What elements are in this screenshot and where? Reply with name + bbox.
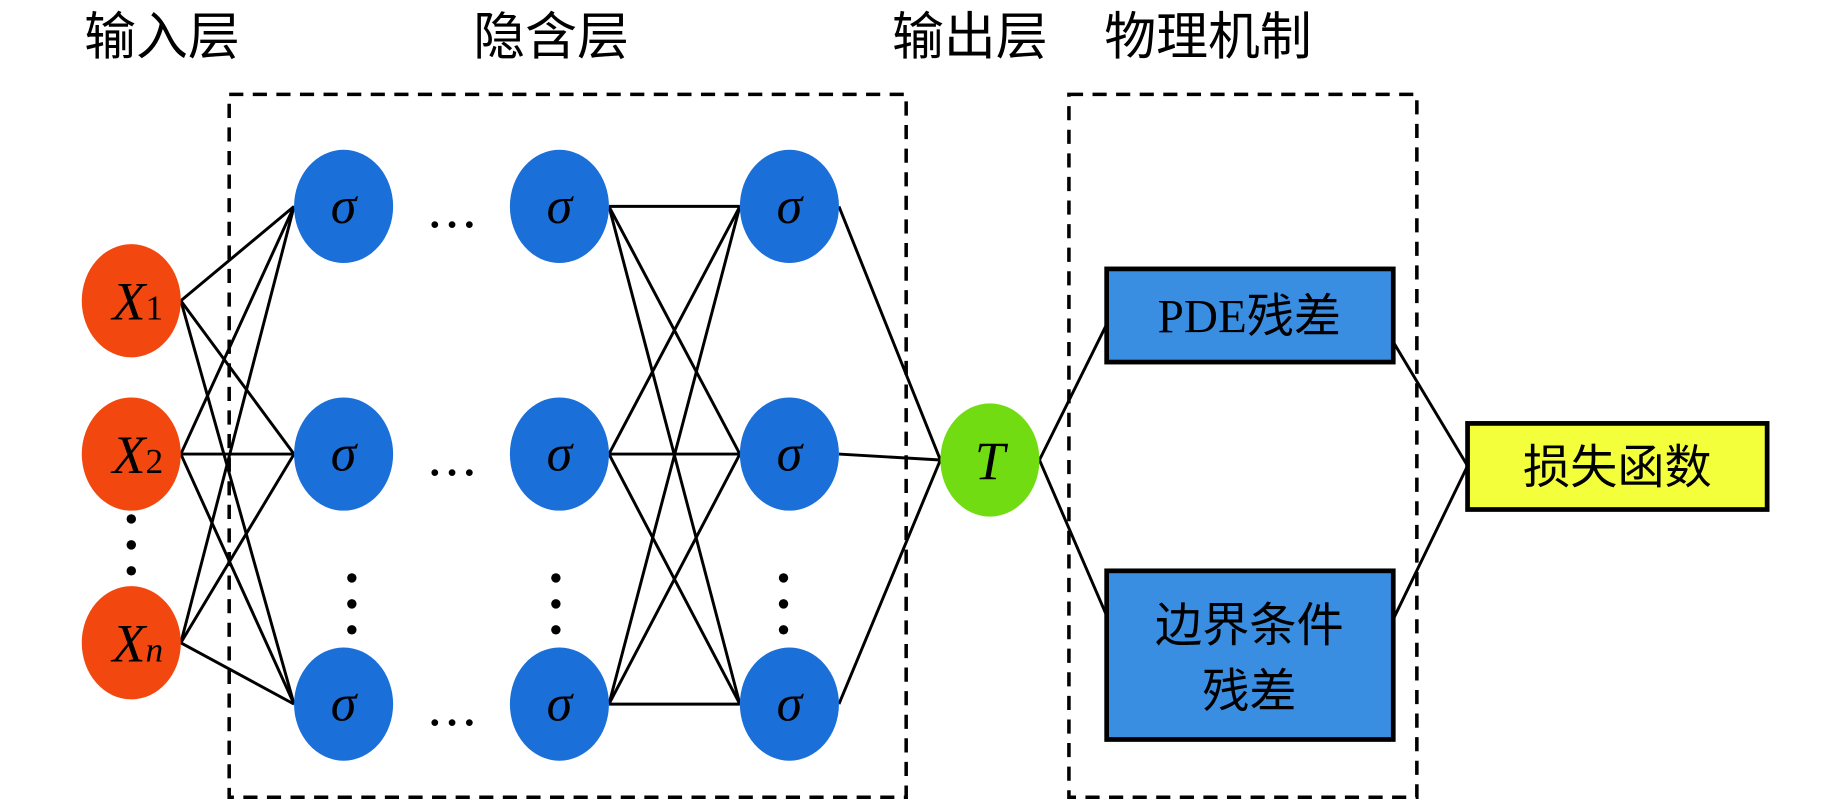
boundary-residual-box — [1104, 568, 1396, 742]
pde-residual-box — [1104, 266, 1396, 365]
vertical-ellipsis-icon — [126, 566, 137, 576]
edge-input-hidden — [179, 300, 296, 705]
boundary-residual-label-line2: 残差 — [1202, 667, 1296, 719]
hidden-node — [739, 397, 839, 511]
vertical-ellipsis-icon — [551, 599, 561, 609]
vertical-ellipsis-icon — [347, 573, 357, 583]
boundary-residual-label-line1: 边界条件 — [1155, 601, 1344, 653]
hidden-node-label: σ — [331, 178, 359, 235]
hidden-node-label: σ — [547, 426, 575, 483]
hidden-node — [739, 647, 839, 761]
header-output-layer: 输出层 — [892, 7, 1048, 67]
vertical-ellipsis-icon — [126, 540, 137, 550]
horizontal-ellipsis-icon: … — [426, 678, 478, 738]
header-input-layer: 输入层 — [84, 7, 240, 67]
input-node — [81, 586, 181, 700]
edge-output-pde — [1038, 323, 1108, 461]
hidden-node — [509, 397, 609, 511]
vertical-ellipsis-icon — [551, 625, 561, 635]
input-node — [81, 397, 181, 511]
connections — [179, 204, 1469, 706]
vertical-ellipsis-icon — [347, 599, 357, 609]
horizontal-ellipsis-icon: … — [426, 181, 478, 241]
output-node — [940, 403, 1040, 517]
loss-function-label: 损失函数 — [1523, 443, 1712, 495]
loss-function-box — [1465, 421, 1770, 512]
edge-boundary-loss — [1391, 465, 1469, 620]
hidden-node — [294, 149, 394, 264]
header-physics: 物理机制 — [1104, 7, 1312, 67]
pde-residual-label: PDE残差 — [1158, 292, 1341, 344]
hidden-node — [294, 647, 394, 761]
edge-input-hidden — [179, 299, 296, 455]
edge-pde-loss — [1392, 341, 1469, 467]
hidden-node-label: σ — [777, 426, 805, 483]
vertical-ellipsis-icon — [126, 514, 137, 524]
physics-box — [1067, 92, 1419, 800]
hidden-node — [509, 647, 609, 761]
edge-hidden-hidden — [607, 205, 742, 455]
vertical-ellipsis-icon — [778, 599, 789, 609]
vertical-ellipsis-icon — [778, 573, 789, 583]
edge-input-hidden — [179, 453, 296, 644]
hidden-node — [509, 149, 609, 264]
edge-hidden-output — [838, 452, 941, 462]
edge-input-hidden — [179, 205, 295, 302]
output-node-label: T — [975, 431, 1009, 491]
hidden-node-label: σ — [547, 676, 575, 733]
edge-input-hidden — [179, 205, 296, 455]
horizontal-ellipsis-icon: … — [426, 428, 478, 488]
edge-output-boundary — [1038, 459, 1109, 617]
hidden-node-label: σ — [331, 676, 359, 733]
edge-input-hidden — [179, 453, 296, 705]
edge-input-hidden — [179, 206, 296, 644]
hidden-node-label: σ — [777, 178, 805, 235]
edge-hidden-output — [837, 205, 942, 461]
input-node — [81, 244, 181, 358]
hidden-node-label: σ — [547, 178, 575, 235]
edge-hidden-output — [837, 459, 942, 705]
hidden-node — [294, 397, 394, 511]
edge-input-hidden — [180, 641, 295, 706]
hidden-layer-box — [227, 92, 908, 800]
vertical-ellipsis-icon — [551, 573, 561, 583]
hidden-node-label: σ — [777, 676, 805, 733]
header-hidden-layer: 隐含层 — [473, 7, 629, 67]
vertical-ellipsis-icon — [778, 625, 789, 635]
hidden-node — [739, 149, 839, 264]
edge-hidden-hidden — [607, 206, 742, 705]
hidden-node-label: σ — [331, 426, 359, 483]
vertical-ellipsis-icon — [347, 625, 357, 635]
edge-hidden-hidden — [607, 453, 742, 705]
